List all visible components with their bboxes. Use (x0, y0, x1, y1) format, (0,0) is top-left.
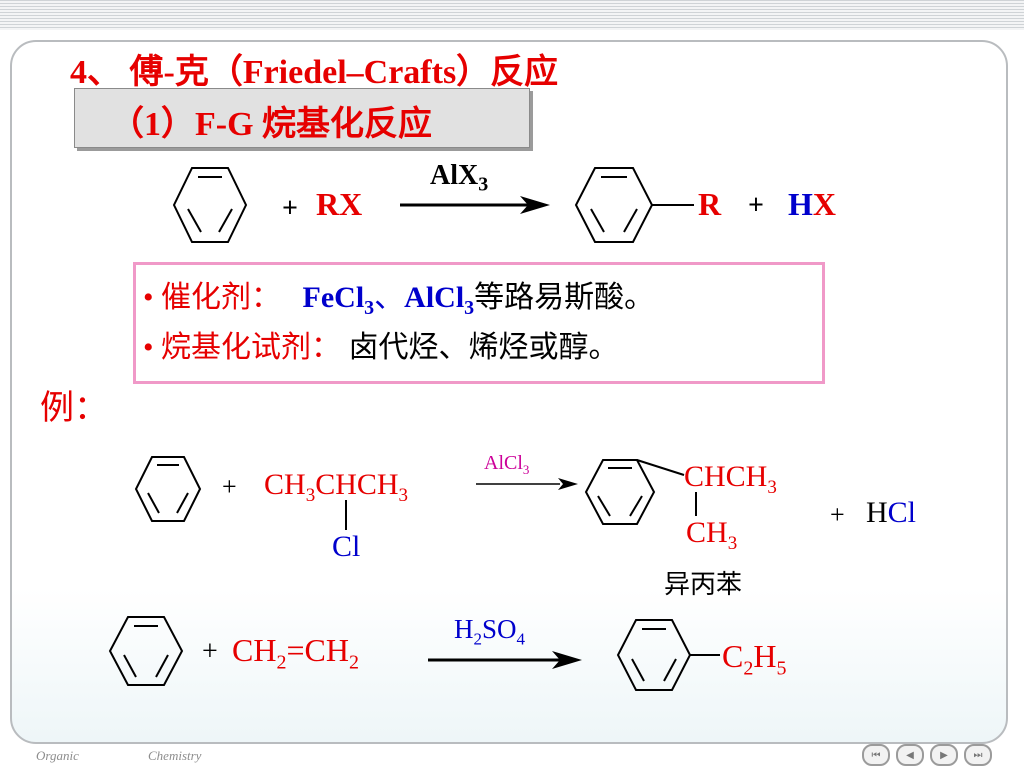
plus-sign: + (748, 190, 764, 221)
plus-sign: + (282, 193, 298, 224)
byproduct-hx: HX (788, 186, 836, 222)
reagent-rx: RX (316, 186, 363, 222)
slide-title: 4、 傅-克（Friedel–Crafts）反应 (70, 54, 559, 91)
product-group-r: R (698, 186, 722, 222)
catalyst-alcl3: AlCl3 (484, 452, 530, 477)
product-ch3: CH3 (686, 516, 738, 554)
nav-last-button[interactable]: ⏭ (964, 744, 992, 766)
benzene-ring-example2-reactant (108, 616, 184, 686)
reagent-ethylene: CH2=CH2 (232, 632, 359, 674)
plus-sign: + (830, 500, 845, 529)
catalyst-alx3: AlX3 (430, 160, 489, 196)
plus-sign: + (202, 636, 218, 667)
benzene-ring-example2-product (616, 619, 720, 691)
benzene-ring-product (574, 167, 694, 243)
nav-previous-button[interactable]: ◀ (896, 744, 924, 766)
reagent-2-chloropropane: CH3CHCH3 (264, 468, 409, 506)
product-chch3: CHCH3 (684, 460, 777, 498)
nav-first-button[interactable]: ⏮ (862, 744, 890, 766)
top-decorative-bar (0, 0, 1024, 30)
notes-box (133, 262, 825, 384)
note-catalyst: • 催化剂： FeCl3、AlCl3等路易斯酸。 (143, 281, 655, 319)
reagent-chlorine: Cl (332, 530, 361, 563)
footer-chemistry: Chemistry (148, 748, 202, 763)
byproduct-hcl: HCl (866, 496, 917, 529)
footer-organic: Organic (36, 748, 79, 763)
benzene-ring-example1-reactant (134, 456, 202, 522)
benzene-ring-reactant (172, 167, 248, 243)
reaction-arrow-general (400, 196, 550, 214)
note-alkylating-agent: • 烷基化试剂： 卤代烃、烯烃或醇。 (143, 331, 619, 364)
slide-frame (10, 40, 1008, 744)
product-ethyl: C2H5 (722, 638, 787, 680)
reaction-arrow-example2 (428, 651, 582, 669)
nav-next-button[interactable]: ▶ (930, 744, 958, 766)
reaction-arrow-example1 (476, 478, 578, 490)
plus-sign: + (222, 472, 237, 501)
catalyst-h2so4: H2SO4 (454, 614, 526, 649)
subtitle-box (74, 88, 530, 148)
example-label: 例： (40, 390, 108, 427)
benzene-ring-example1-product (584, 459, 685, 525)
slide-subtitle: （1）F-G 烷基化反应 (110, 106, 433, 143)
product-name-cumene: 异丙苯 (664, 570, 743, 599)
